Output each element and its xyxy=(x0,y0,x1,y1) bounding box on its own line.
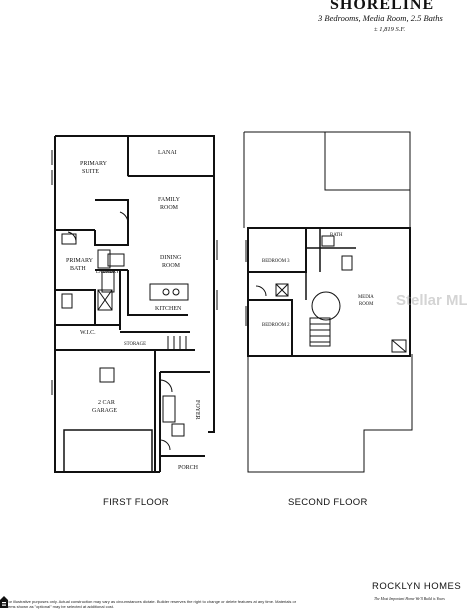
equal-housing-icon xyxy=(0,596,8,608)
plan-subtitle: 3 Bedrooms, Media Room, 2.5 Baths xyxy=(318,13,443,23)
room-label-family-room-line1: FAMILY xyxy=(158,197,181,203)
room-label-foyer: FOYER xyxy=(194,400,200,420)
second-floor-details xyxy=(245,235,407,353)
room-label-kitchen: KITCHEN xyxy=(155,306,182,312)
room-label-bath: BATH xyxy=(330,233,343,238)
room-label-laundry: LAUNDRY xyxy=(96,270,120,275)
room-label-bedroom-3: BEDROOM 3 xyxy=(262,259,290,264)
first-floor-details xyxy=(51,135,218,451)
room-label-bedroom-2: BEDROOM 2 xyxy=(262,323,290,328)
brand-logo-text: ROCKLYN HOMES xyxy=(372,581,462,592)
room-label-primary-bath-line2: BATH xyxy=(70,266,86,272)
room-label-family-room-line2: ROOM xyxy=(160,205,179,211)
room-label-media-room-line1: MEDIA xyxy=(358,295,374,300)
room-label-media-room-line2: ROOM xyxy=(359,302,374,307)
second-floor-walls xyxy=(243,131,413,473)
room-label-garage-line1: 2 CAR xyxy=(98,400,115,406)
stellar-mls-watermark: Stellar MLS xyxy=(396,292,467,309)
room-label-primary-suite-line1: PRIMARY xyxy=(80,161,108,167)
second-floor-label: SECOND FLOOR xyxy=(288,497,368,508)
first-floor-walls xyxy=(54,135,215,473)
room-label-lanai: LANAI xyxy=(158,150,177,156)
disclaimer-text: For illustrative purposes only. Actual c… xyxy=(6,599,297,609)
room-label-primary-suite-line2: SUITE xyxy=(82,169,99,175)
room-label-garage-line2: GARAGE xyxy=(92,408,117,414)
plan-title: SHORELINE xyxy=(330,0,435,13)
room-label-wic: W.I.C. xyxy=(80,330,96,336)
room-label-storage: STORAGE xyxy=(124,342,146,347)
room-label-primary-bath-line1: PRIMARY xyxy=(66,258,94,264)
room-label-dining-room-line1: DINING xyxy=(160,255,182,261)
first-floor-label: FIRST FLOOR xyxy=(103,497,169,508)
plan-square-footage: ± 1,819 S.F. xyxy=(374,26,406,33)
brand-tagline: The Most Important Home We'll Build is Y… xyxy=(374,597,445,601)
room-label-dining-room-line2: ROOM xyxy=(162,263,181,269)
room-label-porch: PORCH xyxy=(178,465,199,471)
